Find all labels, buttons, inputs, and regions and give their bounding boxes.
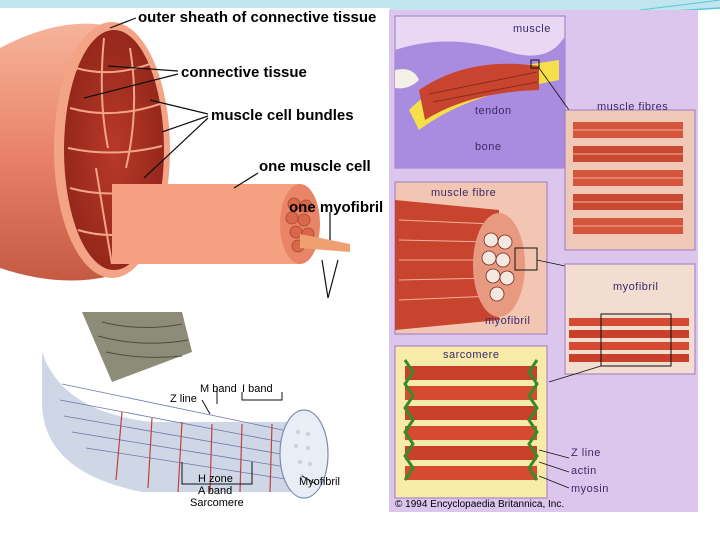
- myofibril-sarcomere-diagram: M band I band Z line H zone A band Sarco…: [42, 312, 352, 512]
- label-muscle-cell-bundles: muscle cell bundles: [211, 107, 354, 124]
- label-connective-tissue: connective tissue: [181, 64, 307, 81]
- label-z-line-right: Z line: [571, 447, 601, 459]
- label-m-band: M band: [200, 383, 237, 395]
- label-actin: actin: [571, 465, 597, 477]
- label-sarcomere: Sarcomere: [190, 497, 244, 509]
- label-myofibril-panel: myofibril: [613, 281, 659, 293]
- muscle-structure-diagram: outer sheath of connective tissue connec…: [0, 8, 390, 298]
- label-muscle-fibres: muscle fibres: [597, 101, 669, 113]
- label-outer-sheath: outer sheath of connective tissue: [138, 9, 377, 26]
- label-h-zone: H zone: [198, 473, 233, 485]
- label-myofibril: Myofibril: [299, 476, 340, 488]
- label-myosin: myosin: [571, 483, 609, 495]
- label-muscle-fibre: muscle fibre: [431, 187, 497, 199]
- label-one-myofibril: one myofibril: [289, 199, 384, 216]
- label-sarcomere-right: sarcomere: [443, 349, 500, 361]
- muscle-hierarchy-illustration: muscle tendon bone muscle fibres muscle …: [389, 10, 698, 512]
- label-one-muscle-cell: one muscle cell: [259, 158, 371, 175]
- label-tendon: tendon: [475, 105, 512, 117]
- label-a-band: A band: [198, 485, 233, 497]
- label-bone: bone: [475, 141, 502, 153]
- copyright-text: © 1994 Encyclopaedia Britannica, Inc.: [395, 499, 565, 510]
- label-i-band: I band: [242, 383, 273, 395]
- label-muscle: muscle: [513, 23, 551, 35]
- label-myofibril-cross-section: myofibril: [485, 315, 531, 327]
- label-z-line: Z line: [170, 393, 197, 405]
